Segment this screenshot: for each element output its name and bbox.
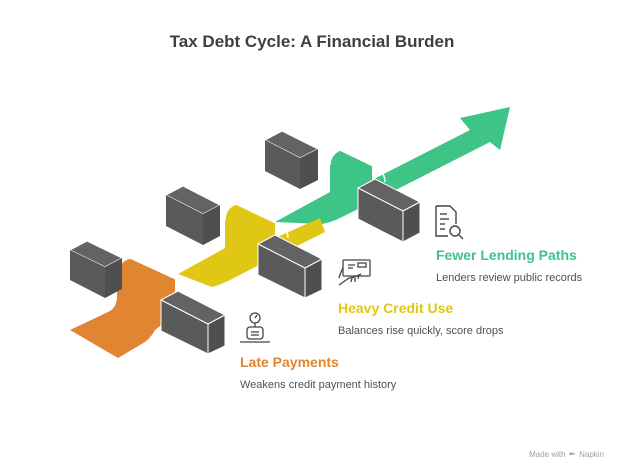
page-title: Tax Debt Cycle: A Financial Burden xyxy=(169,32,455,51)
credit-card-icon xyxy=(338,259,371,286)
made-with-label: Made with xyxy=(529,450,566,459)
napkin-logo-icon: ✒ xyxy=(568,449,577,459)
orange-back-bar xyxy=(68,240,124,298)
green-back-bar xyxy=(263,130,320,189)
yellow-ribbon xyxy=(178,203,325,287)
step-title-fewer-lending-paths: Fewer Lending Paths xyxy=(436,247,577,263)
orange-front-bar xyxy=(159,290,227,355)
document-search-icon xyxy=(435,205,464,240)
yellow-front-bar xyxy=(256,234,324,299)
brand-label: Napkin xyxy=(579,450,604,459)
meter-icon xyxy=(240,312,270,343)
step-desc-heavy-credit-use: Balances rise quickly, score drops xyxy=(338,325,504,337)
step-desc-fewer-lending-paths: Lenders review public records xyxy=(436,272,583,284)
step-title-late-payments: Late Payments xyxy=(240,354,339,370)
step-title-heavy-credit-use: Heavy Credit Use xyxy=(338,300,454,316)
step-desc-late-payments: Weakens credit payment history xyxy=(240,379,397,391)
green-front-bar xyxy=(356,178,422,243)
yellow-back-bar xyxy=(164,185,222,245)
footer-watermark: Made with ✒ Napkin xyxy=(529,449,604,460)
green-ribbon xyxy=(275,107,510,224)
